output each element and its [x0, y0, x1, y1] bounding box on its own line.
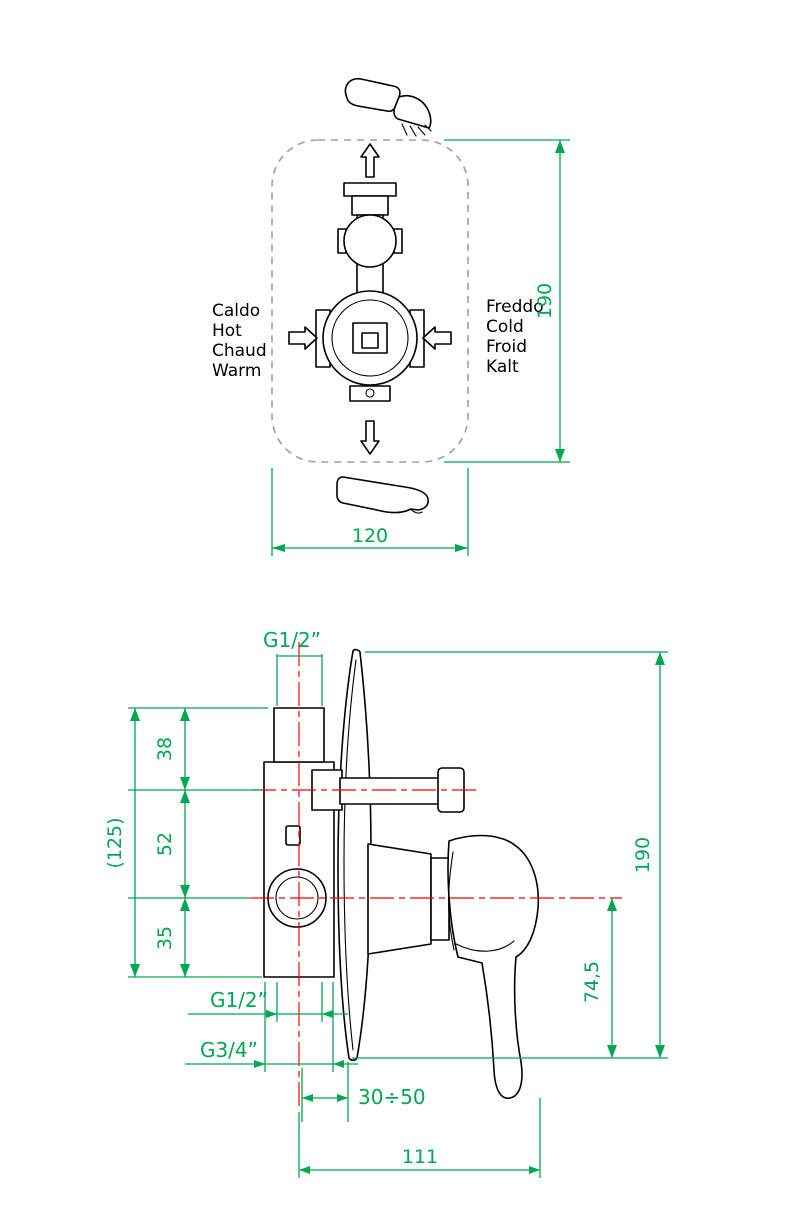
flow-arrows [288, 143, 452, 455]
dim-thread-inlet: G3/4” [185, 982, 358, 1072]
label-hot-3: Chaud [212, 341, 267, 361]
label-hot-4: Warm [212, 361, 261, 381]
cold-labels: Freddo Cold Froid Kalt [486, 297, 544, 377]
top-view: Caldo Hot Chaud Warm Freddo Cold Froid K… [212, 77, 570, 556]
dim-thread-top: G1/2” [263, 628, 323, 706]
dim-wall-range: 30÷50 [301, 1062, 426, 1122]
dim-text-125: (125) [104, 817, 126, 868]
dim-text-35: 35 [154, 926, 176, 950]
recess-box [271, 139, 469, 463]
dim-text-38: 38 [154, 737, 176, 761]
label-cold-4: Kalt [486, 357, 519, 377]
label-hot-2: Hot [212, 321, 242, 341]
centerlines [250, 642, 622, 1110]
dim-text-111: 111 [402, 1146, 438, 1168]
label-cold-3: Froid [486, 337, 527, 357]
spout [336, 476, 429, 514]
mixer-valve [315, 182, 425, 402]
label-cold-2: Cold [486, 317, 524, 337]
shower-head [344, 77, 432, 137]
dim-left-stack: (125) 38 52 35 [104, 707, 268, 978]
bottom-view: G1/2” (125) 38 52 35 [104, 628, 668, 1178]
wall-plate [337, 648, 372, 1062]
hot-labels: Caldo Hot Chaud Warm [212, 301, 267, 381]
arrow-down-outlet [360, 420, 380, 455]
dim-text-thread-top: G1/2” [263, 628, 321, 652]
dim-text-thread-inlet: G3/4” [200, 1038, 258, 1062]
dim-text-wall-range: 30÷50 [358, 1085, 426, 1109]
spout-tip [410, 508, 423, 514]
dim-text-74-5: 74,5 [581, 961, 603, 1003]
dim-text-thread-bottom: G1/2” [210, 988, 268, 1012]
dim-reach-111: 111 [298, 1098, 541, 1178]
arrow-up-outlet [360, 143, 380, 178]
dim-right-stack: 190 74,5 [352, 651, 668, 1059]
dim-text-190-side: 190 [632, 837, 654, 873]
dim-text-120: 120 [352, 525, 388, 547]
label-hot-1: Caldo [212, 301, 260, 321]
arrow-cold-inlet [422, 326, 452, 350]
dim-width-120: 120 [271, 468, 469, 556]
label-cold-1: Freddo [486, 297, 544, 317]
dim-text-52: 52 [154, 832, 176, 856]
dim-thread-bottom: G1/2” [188, 982, 348, 1022]
dim-height-190: 190 [444, 139, 570, 463]
arrow-hot-inlet [288, 326, 318, 350]
lever-handle [367, 834, 540, 1099]
dim-text-190: 190 [534, 283, 556, 319]
